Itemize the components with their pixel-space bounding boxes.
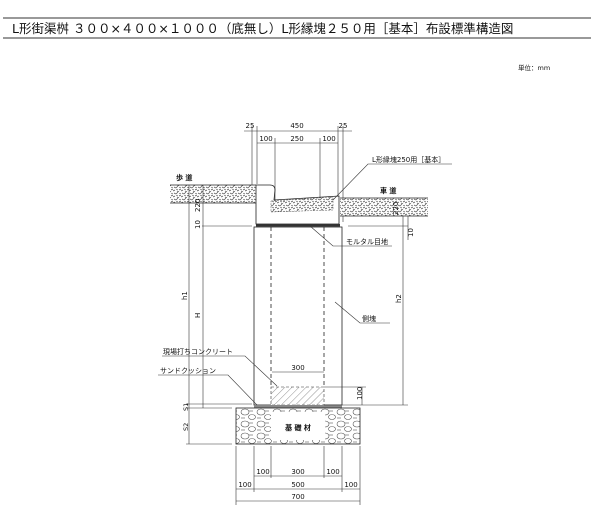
dim-top-250: 250	[290, 135, 303, 143]
cast-concrete-label: 現場打ちコンクリート	[163, 347, 233, 356]
left-dimensions: 220 10 h1 H S1 S2	[181, 185, 252, 445]
dim-S1: S1	[182, 403, 190, 411]
mortar-joint	[256, 224, 340, 227]
drawing-title: L形街渠桝 ３００×４００×１０００（底無し）L形縁塊２５０用［基本］布設標準構…	[12, 21, 513, 36]
dim-S2: S2	[182, 423, 190, 431]
cast-concrete	[270, 386, 325, 406]
bottom-dimensions: 100 300 100 100 500 100 700	[235, 446, 361, 505]
dim-left-10: 10	[194, 220, 202, 229]
curb-block-label: L形縁塊250用［基本］	[372, 155, 445, 164]
sand-cushion-label: サンドクッション	[160, 367, 216, 375]
right-dimensions: 220 10 h2 100 300	[272, 202, 415, 406]
dim-bot-300: 300	[291, 468, 304, 476]
dim-right-220: 220	[392, 202, 400, 215]
unit-label: 単位：mm	[518, 63, 550, 72]
top-dimensions: 25 450 25 100 250 100	[244, 122, 352, 222]
dim-top-left-25: 25	[246, 122, 255, 130]
dim-top-100-right: 100	[322, 135, 335, 143]
dim-bot-100-right: 100	[326, 468, 339, 476]
dim-bot-700: 700	[291, 493, 304, 501]
sidewalk-label: 歩 道	[176, 173, 192, 182]
dim-bot-500: 500	[291, 481, 304, 489]
dim-bot-outer-100-right: 100	[344, 481, 357, 489]
base-material-label: 基 礎 材	[284, 423, 311, 432]
side-block	[253, 226, 343, 406]
roadway-pavement	[340, 198, 428, 216]
curb-channel-fill	[270, 196, 334, 213]
side-block-label: 側塊	[362, 314, 376, 323]
dim-top-450: 450	[290, 122, 303, 130]
dim-left-220: 220	[194, 199, 202, 212]
title-block: L形街渠桝 ３００×４００×１０００（底無し）L形縁塊２５０用［基本］布設標準構…	[3, 17, 591, 72]
dim-right-10: 10	[407, 228, 415, 237]
dim-h2: h2	[395, 294, 403, 303]
dim-top-right-25: 25	[339, 122, 348, 130]
mortar-joint-label: モルタル目地	[346, 237, 388, 246]
dim-bot-outer-100-left: 100	[238, 481, 251, 489]
leaders: L形縁塊250用［基本］ モルタル目地 側塊 現場打ちコンクリート サンドクッシ…	[158, 155, 452, 406]
dim-top-100-left: 100	[259, 135, 272, 143]
dim-bot-100-left: 100	[256, 468, 269, 476]
roadway-label: 車 道	[380, 186, 396, 195]
dim-H: H	[194, 313, 202, 318]
dim-inner-300: 300	[291, 364, 304, 372]
sidewalk-pavement	[170, 185, 256, 203]
dim-concrete-100: 100	[356, 387, 364, 400]
l-curb-block	[255, 184, 340, 225]
dim-h1: h1	[181, 291, 189, 300]
sand-cushion	[254, 405, 342, 408]
